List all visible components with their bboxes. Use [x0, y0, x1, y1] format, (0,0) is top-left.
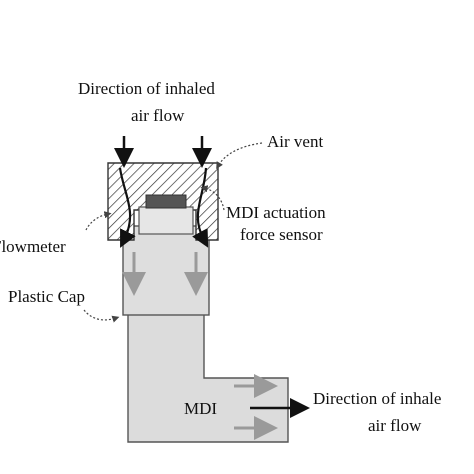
vent-flow-left [118, 167, 136, 248]
flowmeter-label: Flowmeter [0, 237, 66, 256]
mdi-label: MDI [184, 399, 218, 418]
plastic-cap-leader [83, 309, 120, 323]
inhaled-right-label-line1: Direction of inhale [313, 389, 442, 408]
sensor-label-line2: force sensor [240, 225, 323, 244]
air-vent-label: Air vent [267, 132, 324, 151]
sensor-label-line1: MDI actuation [226, 203, 326, 222]
mdi-body [127, 313, 289, 443]
sensor-leader [200, 185, 225, 211]
inhaled-right-label-line2: air flow [368, 416, 422, 435]
flowmeter-leader [85, 211, 112, 231]
inhaled-top-label-line1: Direction of inhaled [78, 79, 215, 98]
vent-flow-right [192, 167, 209, 248]
plastic-cap-label: Plastic Cap [8, 287, 85, 306]
inhaled-top-label-line2: air flow [131, 106, 185, 125]
sensor-housing [138, 206, 194, 235]
force-sensor [145, 194, 187, 209]
air-vent-leader [216, 142, 263, 170]
